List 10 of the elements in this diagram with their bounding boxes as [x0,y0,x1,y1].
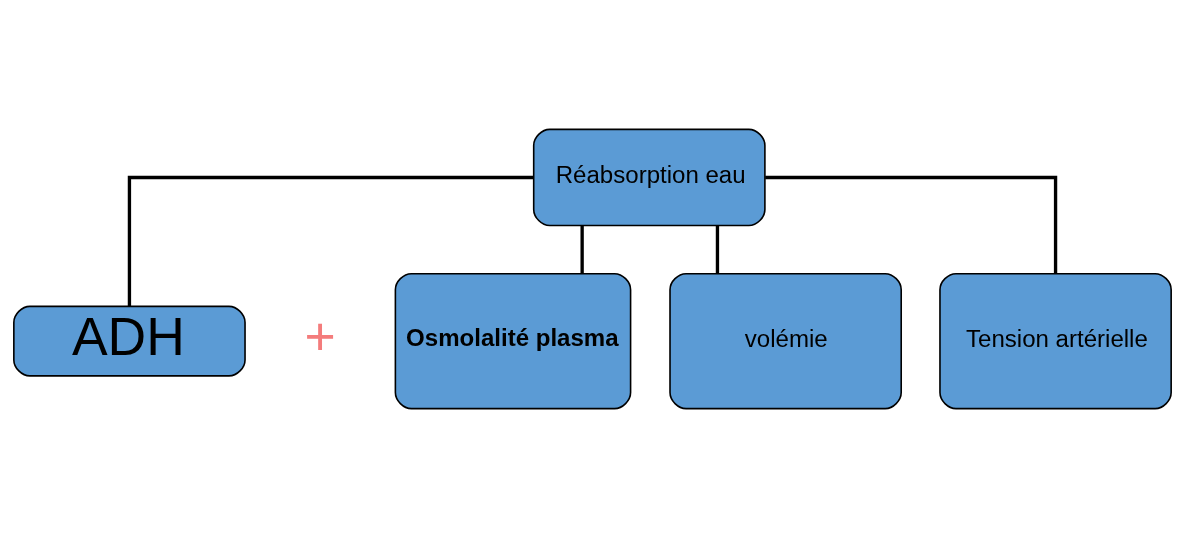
connector [580,225,584,273]
node-box: Réabsorption eau [532,128,766,226]
connector [765,175,1058,274]
connector [127,175,534,306]
node-box: Osmolalité plasma [394,272,632,409]
node-box: volémie [669,272,902,409]
connector [715,225,720,273]
node-box: ADH [13,305,246,377]
label: + [304,306,336,366]
node-box: Tension artérielle [939,272,1172,409]
